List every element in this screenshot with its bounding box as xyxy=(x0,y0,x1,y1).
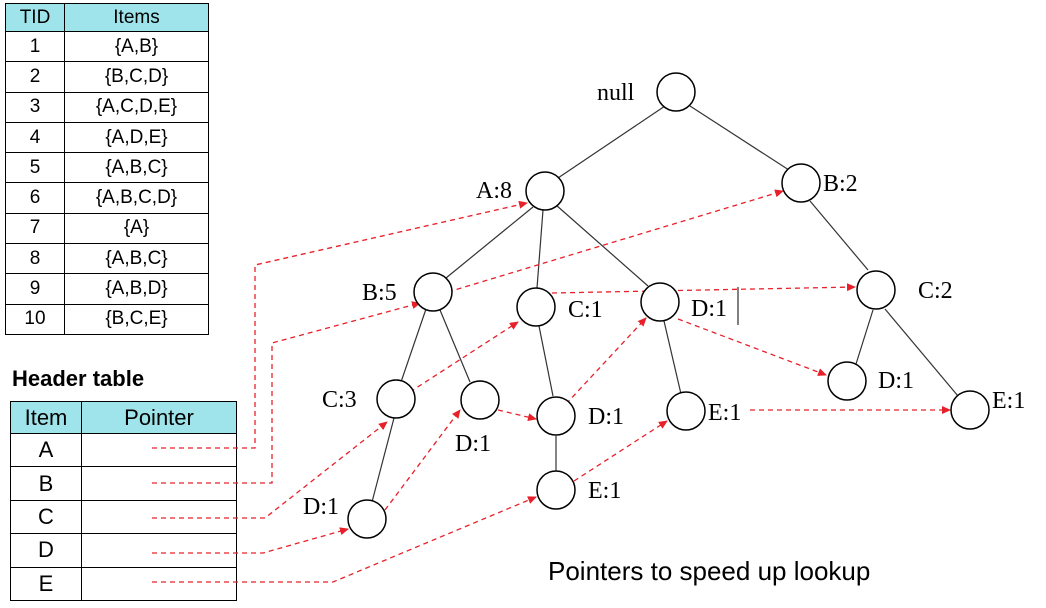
header-table-header: Item Pointer xyxy=(10,401,237,434)
tree-edge xyxy=(557,105,666,179)
pointer-link-d-next3 xyxy=(565,317,647,405)
node-label-e1a: E:1 xyxy=(708,400,741,426)
pointer-link-e xyxy=(152,496,537,583)
tid-cell: 3 xyxy=(5,91,65,123)
pointer-link-c-next2 xyxy=(551,283,856,294)
node-label-d1b: D:1 xyxy=(455,431,491,457)
node-label-e1c: E:1 xyxy=(992,388,1025,414)
node-label-null: null xyxy=(597,80,635,106)
tree-node-c3 xyxy=(376,379,416,419)
node-label-e1b: E:1 xyxy=(588,478,621,504)
tree-node-b2 xyxy=(781,163,821,203)
tree-node-null xyxy=(656,72,696,112)
tree-node-b5 xyxy=(413,272,453,312)
pointer-link-d-next2 xyxy=(497,409,537,422)
tree-edge xyxy=(400,308,427,383)
pointer-links xyxy=(152,189,951,583)
tree-edges xyxy=(371,105,959,503)
items-cell: {A,B} xyxy=(64,30,209,63)
tid-cell: 2 xyxy=(5,61,65,93)
table-row: 5{A,B,C} xyxy=(5,152,209,184)
table-row: A xyxy=(10,432,237,468)
tree-edge xyxy=(689,105,793,173)
header-table-title: Header table xyxy=(12,366,145,391)
table-row: 4{A,D,E} xyxy=(5,121,209,154)
tree-edge xyxy=(538,325,554,397)
tree-node-e1a xyxy=(666,391,706,431)
pointer-cell xyxy=(81,499,237,535)
node-label-b2: B:2 xyxy=(823,171,858,197)
pointer-link-b xyxy=(152,301,421,484)
node-label-d1c: D:1 xyxy=(588,404,624,430)
table-row: 8{A,B,C} xyxy=(5,243,209,275)
tree-edge xyxy=(809,200,869,271)
tree-labels: null A:8 B:2 B:5 C:1 D:1 C:2 C:3 D:1 D:1… xyxy=(303,80,1025,520)
tree-edge xyxy=(536,209,544,289)
pointer-link-c xyxy=(152,421,388,519)
pointer-link-d-next1 xyxy=(384,409,461,511)
items-cell: {B,C,D} xyxy=(64,61,209,93)
tree-edge xyxy=(663,320,682,395)
pointer-link-d xyxy=(152,527,349,554)
pointer-link-a xyxy=(152,200,528,449)
node-label-d1e: D:1 xyxy=(303,494,339,520)
diagram-caption: Pointers to speed up lookup xyxy=(548,556,871,586)
tree-node-d1a xyxy=(640,282,680,322)
node-label-d1a: D:1 xyxy=(691,296,727,322)
table-row: 10{B,C,E} xyxy=(5,303,209,335)
table-row: C xyxy=(10,499,237,535)
node-label-a8: A:8 xyxy=(476,178,512,204)
tree-node-d1e xyxy=(347,499,387,539)
tree-edge xyxy=(884,308,959,397)
items-header: Items xyxy=(64,3,209,32)
node-label-c1: C:1 xyxy=(568,297,603,323)
items-cell: {A,D,E} xyxy=(64,121,209,154)
tree-node-d1c xyxy=(536,396,576,436)
tree-edge xyxy=(445,206,534,279)
tid-cell: 10 xyxy=(5,303,65,335)
tree-node-e1c xyxy=(950,390,990,430)
tree-node-c2 xyxy=(856,270,896,310)
table-row: B xyxy=(10,466,237,501)
transaction-table: TID Items 1{A,B} 2{B,C,D} 3{A,C,D,E} 4{A… xyxy=(5,3,209,335)
tree-edge xyxy=(555,204,649,287)
pointer-link-c-next1 xyxy=(409,321,519,393)
node-label-d1d: D:1 xyxy=(878,368,914,394)
tid-cell: 1 xyxy=(5,30,65,63)
node-label-c3: C:3 xyxy=(322,387,357,413)
pointer-link-d-next4 xyxy=(677,318,827,376)
item-cell: E xyxy=(10,566,82,601)
pointer-link-e-next1 xyxy=(573,420,668,482)
tree-node-e1b xyxy=(536,470,576,510)
tree-node-d1b xyxy=(460,380,500,420)
pointer-cell xyxy=(81,566,237,601)
items-cell: {A,B,C} xyxy=(64,152,209,184)
items-cell: {B,C,E} xyxy=(64,303,209,335)
transaction-table-header: TID Items xyxy=(5,3,209,32)
item-cell: D xyxy=(10,533,82,568)
tree-edge xyxy=(439,309,471,383)
table-row: 1{A,B} xyxy=(5,30,209,63)
table-row: 2{B,C,D} xyxy=(5,61,209,93)
table-row: E xyxy=(10,566,237,601)
tree-node-a8 xyxy=(525,171,565,211)
tree-edge xyxy=(371,417,395,503)
item-cell: A xyxy=(10,432,82,468)
tid-header: TID xyxy=(5,3,65,32)
tree-node-d1d xyxy=(827,361,867,401)
tree-nodes xyxy=(347,72,990,539)
node-label-b5: B:5 xyxy=(362,280,397,306)
node-label-c2: C:2 xyxy=(918,278,953,304)
tree-edge xyxy=(855,309,874,365)
tree-node-c1 xyxy=(516,287,556,327)
pointer-header: Pointer xyxy=(81,401,237,434)
pointer-link-b-next xyxy=(447,189,784,293)
header-table: Item Pointer A B C D E xyxy=(10,401,237,601)
